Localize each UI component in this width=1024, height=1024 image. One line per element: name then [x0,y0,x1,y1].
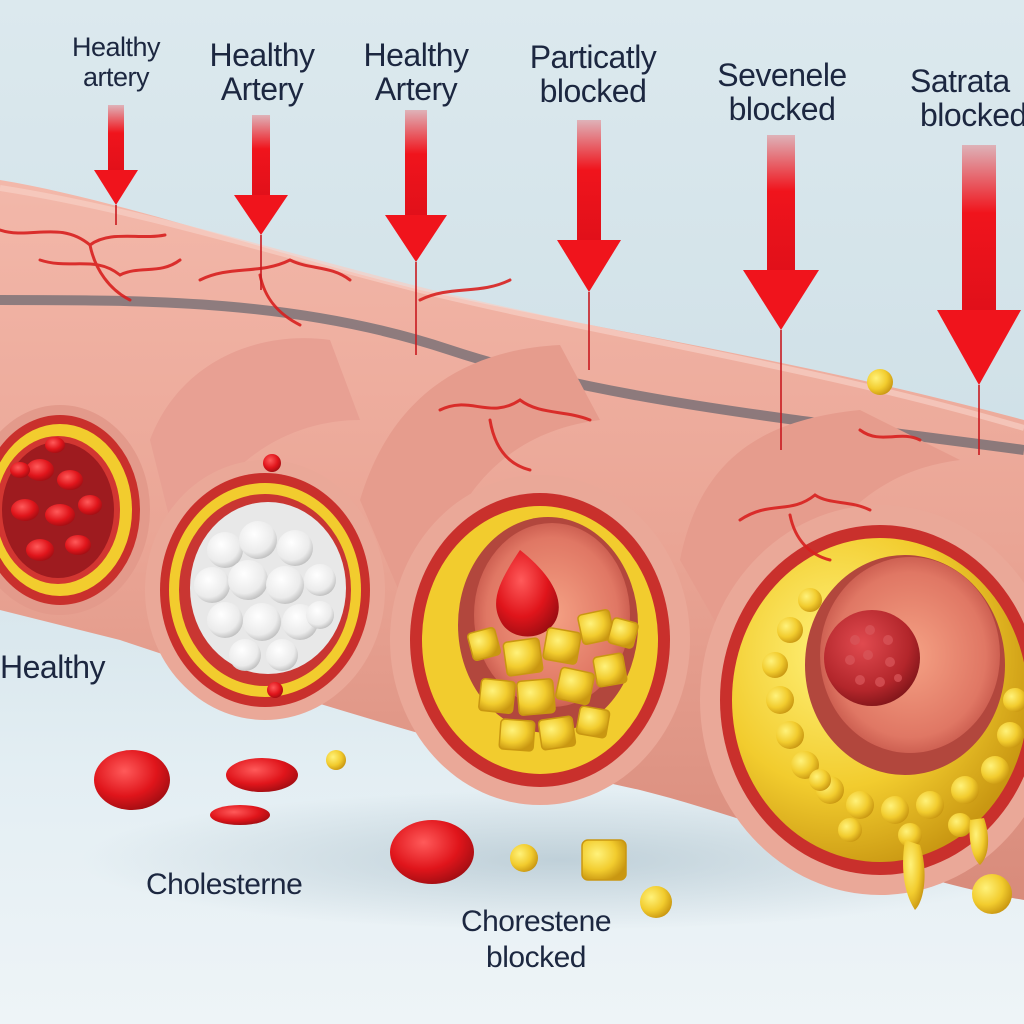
arrow-6 [937,145,1021,385]
label-line-2: artery [82,62,150,92]
artery-segment-2 [145,338,385,720]
label-line-1: Sevenele [717,57,847,93]
label-line-2: blocked [486,941,586,974]
label-cholesterol-2: Chorestene blocked [436,904,636,976]
blood-clot [824,610,920,706]
label-line-1: Particatly [529,39,657,75]
blood-vessel-network [0,228,922,562]
label-line-1: Chorestene [460,905,612,938]
artery-segment-1 [0,405,150,615]
label-healthy-artery-2: Healthy Artery [192,38,332,106]
arrow-1 [94,105,138,205]
red-blood-cell [226,758,298,792]
red-blood-cell [390,820,474,884]
label-line-2: blocked [920,97,1024,132]
arrow-3 [385,110,447,262]
label-line-1: Healthy [209,37,316,73]
loose-particles [94,369,1012,918]
label-line-2: blocked [539,73,647,109]
label-healthy-side: Healthy [0,649,106,685]
label-line-2: blocked [728,91,836,127]
label-line-2: Artery [374,71,458,107]
label-partially-blocked: Particatly blocked [508,40,678,108]
label-severely-blocked: Sevenele blocked [702,58,862,126]
label-cholesterol-1: Cholesterne [146,868,303,901]
red-blood-cell [94,750,170,810]
label-line-1: Healthy [71,32,161,62]
arrow-2 [234,115,288,235]
label-line-2: Artery [220,71,304,107]
arrow-5 [743,135,819,330]
label-healthy-artery-3: Healthy Artery [346,38,486,106]
arrow-4 [557,120,621,292]
blood-drop [496,550,559,637]
label-line-1: Satrata [910,64,1010,99]
label-line-1: Healthy [363,37,470,73]
label-healthy-artery-1: Healthy artery [52,32,180,92]
artery-segment-4 [680,410,1024,910]
label-saturated-blocked: Satrata blocked [896,64,1024,132]
artery-segment-3 [360,345,690,805]
red-blood-cell [210,805,270,825]
indicator-arrows [94,105,1021,385]
